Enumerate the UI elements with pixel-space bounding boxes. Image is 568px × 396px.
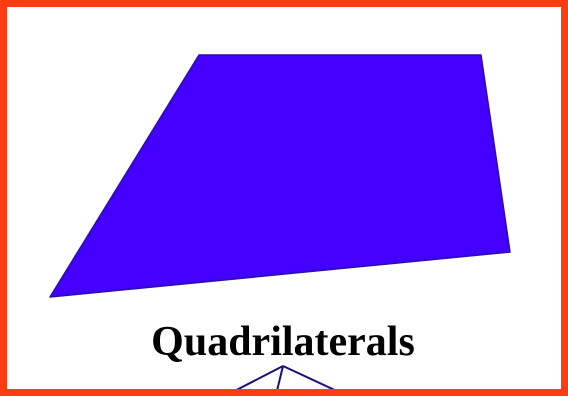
quadrilateral-shape bbox=[49, 54, 511, 298]
connector-middle bbox=[276, 365, 284, 389]
connector-left bbox=[236, 365, 284, 389]
tree-connectors bbox=[236, 365, 335, 389]
diagram-title: Quadrilaterals bbox=[151, 319, 415, 365]
diagram-canvas: Quadrilaterals bbox=[49, 54, 511, 389]
connector-right bbox=[282, 365, 335, 389]
